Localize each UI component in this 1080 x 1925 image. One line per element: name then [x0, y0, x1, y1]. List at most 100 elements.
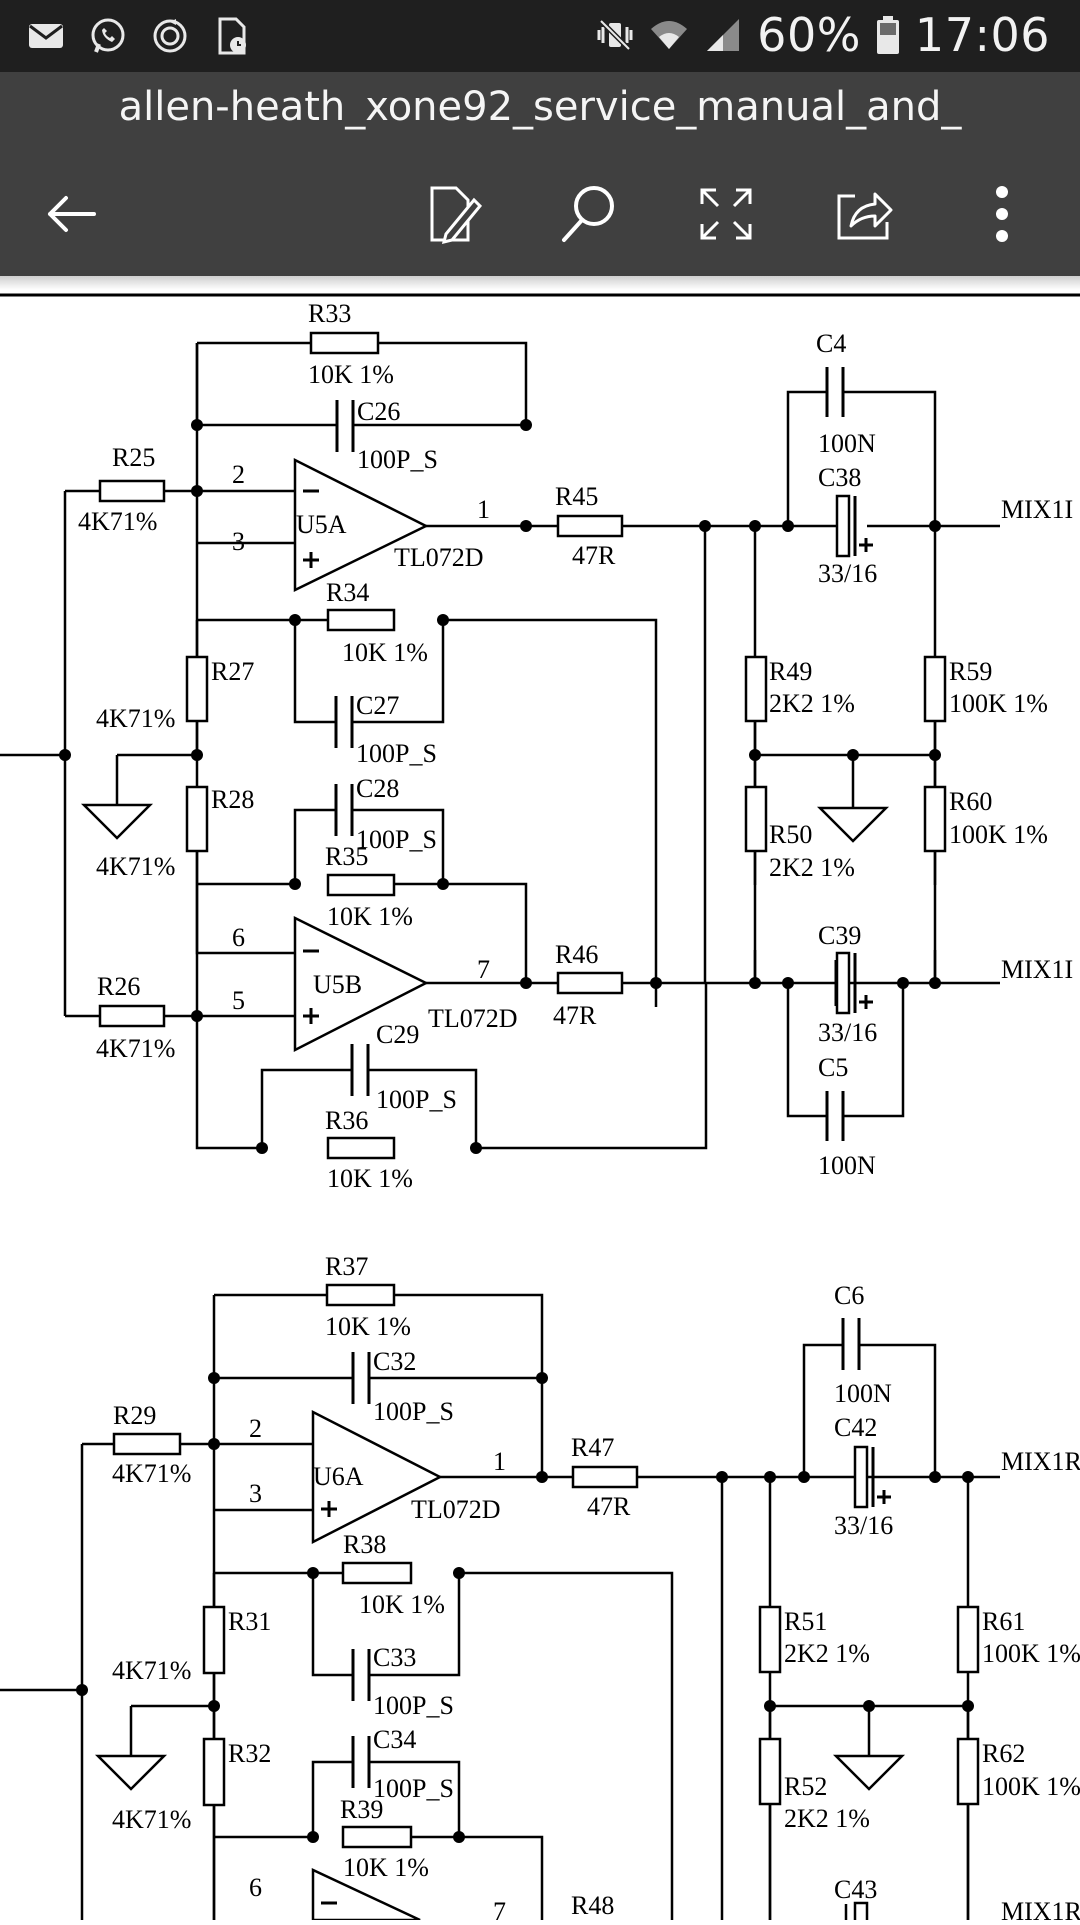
svg-text:100P_S: 100P_S	[373, 1691, 454, 1720]
svg-text:R36: R36	[325, 1106, 368, 1135]
svg-text:4K71%: 4K71%	[96, 704, 175, 733]
search-icon	[562, 186, 614, 242]
svg-text:R35: R35	[325, 842, 368, 871]
svg-text:R60: R60	[949, 787, 992, 816]
system-indicators: 60% 17:06	[595, 8, 1050, 62]
svg-text:U6A: U6A	[313, 1462, 364, 1491]
status-bar: 60% 17:06	[0, 0, 1080, 72]
bottom-capacitors	[351, 1318, 861, 1788]
svg-text:47R: 47R	[572, 541, 616, 570]
svg-text:4K71%: 4K71%	[96, 1034, 175, 1063]
svg-text:U5A: U5A	[296, 510, 347, 539]
fullscreen-icon	[700, 188, 752, 240]
svg-text:R32: R32	[228, 1739, 271, 1768]
svg-text:TL072D: TL072D	[394, 543, 484, 572]
svg-text:R51: R51	[784, 1607, 827, 1636]
resistor-r29	[112, 1432, 182, 1456]
svg-text:100K 1%: 100K 1%	[949, 689, 1048, 718]
svg-text:R46: R46	[555, 940, 598, 969]
svg-text:1: 1	[493, 1447, 506, 1476]
resistor-r37	[325, 1283, 396, 1307]
notification-icons	[26, 16, 252, 56]
svg-text:C42: C42	[834, 1413, 877, 1442]
svg-text:R45: R45	[555, 482, 598, 511]
schematic-diagram: R33 10K 1% C26 100P_S R25 4K71% 2 3 U5A …	[0, 293, 1080, 1925]
edit-button[interactable]	[414, 174, 494, 254]
resistor-r51	[758, 1605, 782, 1674]
back-button[interactable]	[30, 174, 110, 254]
top-junctions	[59, 419, 941, 1154]
svg-text:100N: 100N	[834, 1379, 892, 1408]
share-icon	[837, 192, 893, 240]
resistor-r25	[98, 479, 166, 503]
svg-text:1: 1	[477, 495, 490, 524]
svg-text:10K 1%: 10K 1%	[325, 1312, 411, 1341]
fullscreen-button[interactable]	[686, 174, 766, 254]
svg-text:100P_S: 100P_S	[356, 825, 437, 854]
svg-text:R62: R62	[982, 1739, 1025, 1768]
svg-text:R50: R50	[769, 820, 812, 849]
svg-text:C27: C27	[356, 691, 399, 720]
svg-text:MIX1R: MIX1R	[1001, 1447, 1080, 1476]
svg-text:C6: C6	[834, 1281, 864, 1310]
svg-text:3: 3	[249, 1479, 262, 1508]
bottom-labels: R37 10K 1% C32 100P_S R29 4K71% 2 3 U6A …	[112, 1252, 1080, 1925]
svg-text:R52: R52	[784, 1772, 827, 1801]
resistor-r34	[326, 608, 396, 632]
resistor-r50	[744, 785, 768, 853]
svg-text:100K 1%: 100K 1%	[949, 820, 1048, 849]
bottom-resistors	[112, 1283, 980, 1849]
svg-text:R37: R37	[325, 1252, 368, 1281]
svg-text:R25: R25	[112, 443, 155, 472]
vibrate-icon	[597, 19, 633, 51]
svg-text:100P_S: 100P_S	[357, 445, 438, 474]
svg-text:R47: R47	[571, 1433, 614, 1462]
search-button[interactable]	[548, 174, 628, 254]
svg-text:10K 1%: 10K 1%	[343, 1853, 429, 1882]
resistor-r52	[758, 1737, 782, 1806]
svg-text:47R: 47R	[587, 1492, 631, 1521]
pdf-page[interactable]: R33 10K 1% C26 100P_S R25 4K71% 2 3 U5A …	[0, 290, 1080, 1925]
svg-text:R48: R48	[571, 1891, 614, 1920]
svg-text:33/16: 33/16	[834, 1511, 893, 1540]
bottom-junctions	[76, 1372, 974, 1843]
svg-text:100P_S: 100P_S	[373, 1774, 454, 1803]
svg-text:C28: C28	[356, 774, 399, 803]
top-resistors	[98, 331, 947, 1160]
svg-text:C33: C33	[373, 1643, 416, 1672]
svg-text:100K 1%: 100K 1%	[982, 1772, 1080, 1801]
svg-text:5: 5	[232, 986, 245, 1015]
resistor-r59	[923, 655, 947, 723]
resistor-r46	[556, 971, 624, 995]
svg-text:100K 1%: 100K 1%	[982, 1639, 1080, 1668]
share-button[interactable]	[823, 174, 903, 254]
svg-text:2: 2	[249, 1414, 262, 1443]
svg-text:C32: C32	[373, 1347, 416, 1376]
resistor-r38	[341, 1561, 413, 1585]
more-options-button[interactable]	[962, 174, 1042, 254]
svg-text:100N: 100N	[818, 429, 876, 458]
opamp-u5a	[293, 457, 429, 593]
svg-text:R38: R38	[343, 1530, 386, 1559]
svg-text:R27: R27	[211, 657, 254, 686]
svg-text:3: 3	[232, 527, 245, 556]
toolbar-shadow	[0, 276, 1080, 290]
resistor-r26	[98, 1004, 166, 1028]
svg-text:C39: C39	[818, 921, 861, 950]
resistor-r35	[326, 873, 396, 897]
svg-text:R26: R26	[97, 972, 140, 1001]
battery-icon	[876, 16, 899, 54]
more-vert-icon	[996, 186, 1008, 242]
svg-text:R59: R59	[949, 657, 992, 686]
svg-text:R39: R39	[340, 1795, 383, 1824]
resistor-r39	[341, 1825, 413, 1849]
signal-icon	[707, 19, 740, 51]
file-clock-icon	[218, 17, 246, 55]
svg-text:C26: C26	[357, 397, 400, 426]
svg-text:R28: R28	[211, 785, 254, 814]
opamp-u5b	[293, 915, 429, 1053]
svg-text:C4: C4	[816, 329, 846, 358]
svg-text:4K71%: 4K71%	[96, 852, 175, 881]
resistor-r28	[185, 785, 209, 853]
svg-text:C29: C29	[376, 1020, 419, 1049]
